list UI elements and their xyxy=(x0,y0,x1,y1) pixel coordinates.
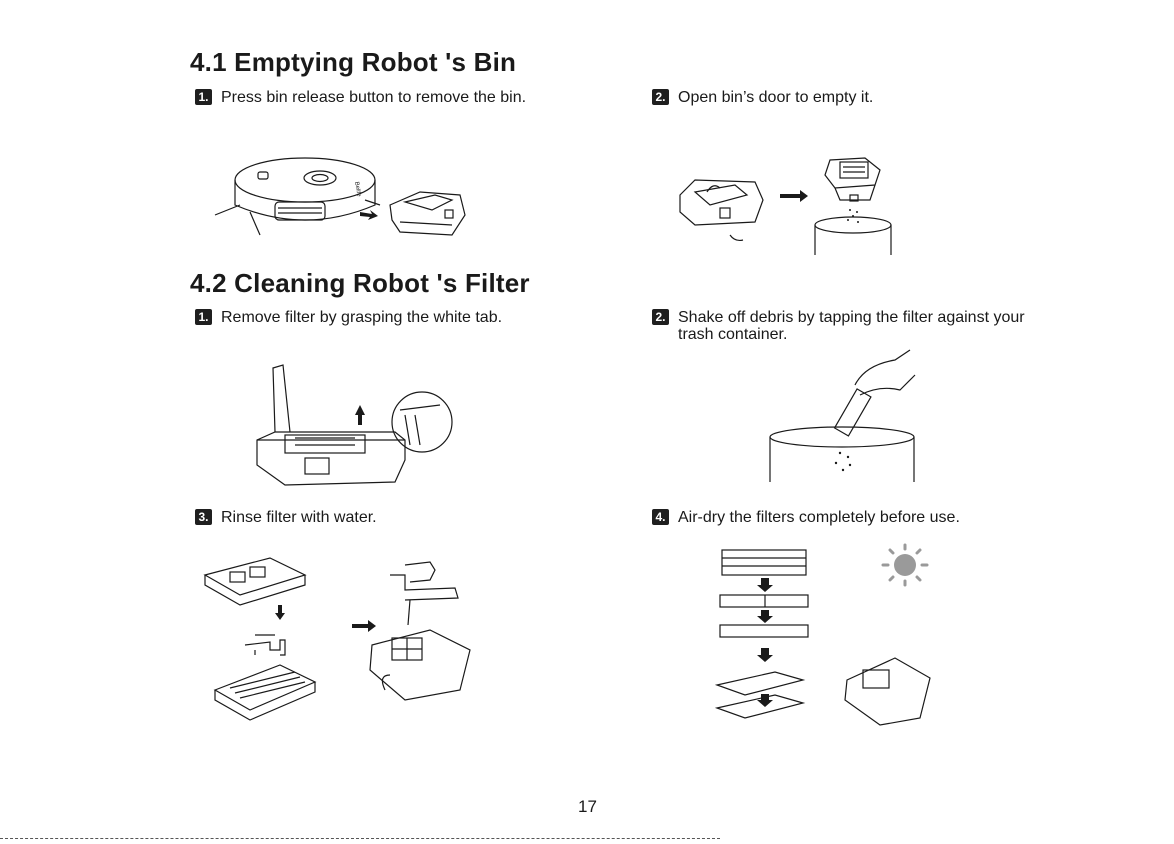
dust-bin-icon xyxy=(679,157,892,255)
step-text-line-2: trash container. xyxy=(678,326,788,343)
robot-brand-label: Belife xyxy=(353,181,362,197)
robot-vacuum-icon: Belife xyxy=(214,157,466,236)
step-bin-2: 2. Open bin’s door to empty it. xyxy=(652,88,1072,108)
step-number-badge: 2. xyxy=(652,89,669,105)
step-filter-3: 3. Rinse filter with water. xyxy=(195,508,615,528)
arrow-down-icon xyxy=(757,648,773,662)
step-number-badge: 4. xyxy=(652,509,669,525)
arrow-down-icon xyxy=(275,605,285,620)
arrow-down-icon xyxy=(757,578,773,592)
page-number: 17 xyxy=(578,797,597,816)
trash-can-icon xyxy=(769,349,916,482)
faucet-icon xyxy=(203,557,471,721)
arrow-right-icon xyxy=(780,190,808,202)
step-text: Press bin release button to remove the b… xyxy=(221,89,527,106)
step-number-badge: 1. xyxy=(195,309,212,325)
section-title-emptying-bin: 4.1 Emptying Robot 's Bin xyxy=(190,47,517,77)
step-number-badge: 3. xyxy=(195,509,212,525)
arrow-down-icon xyxy=(757,610,773,623)
sun-icon xyxy=(881,543,929,587)
step-filter-2: 2. Shake off debris by tapping the filte… xyxy=(652,308,1072,348)
filter-icon xyxy=(256,364,453,486)
step-bin-1: 1. Press bin release button to remove th… xyxy=(195,88,615,108)
step-text: Open bin’s door to empty it. xyxy=(678,89,874,106)
arrow-right-icon xyxy=(352,620,376,632)
step-number-badge: 2. xyxy=(652,309,669,325)
footer-rule xyxy=(0,838,720,839)
step-filter-1: 1. Remove filter by grasping the white t… xyxy=(195,308,615,328)
step-text: Air-dry the filters completely before us… xyxy=(678,509,960,526)
arrow-down-icon xyxy=(757,694,773,707)
step-text: Remove filter by grasping the white tab. xyxy=(221,309,503,326)
section-title-cleaning-filter: 4.2 Cleaning Robot 's Filter xyxy=(190,268,530,298)
arrow-up-icon xyxy=(355,405,365,425)
step-filter-4: 4. Air-dry the filters completely before… xyxy=(652,508,1072,528)
step-number-badge: 1. xyxy=(195,89,212,105)
step-text-line-1: Shake off debris by tapping the filter a… xyxy=(678,309,1025,326)
air-dry-illustration xyxy=(714,543,931,726)
step-text: Rinse filter with water. xyxy=(221,509,377,526)
